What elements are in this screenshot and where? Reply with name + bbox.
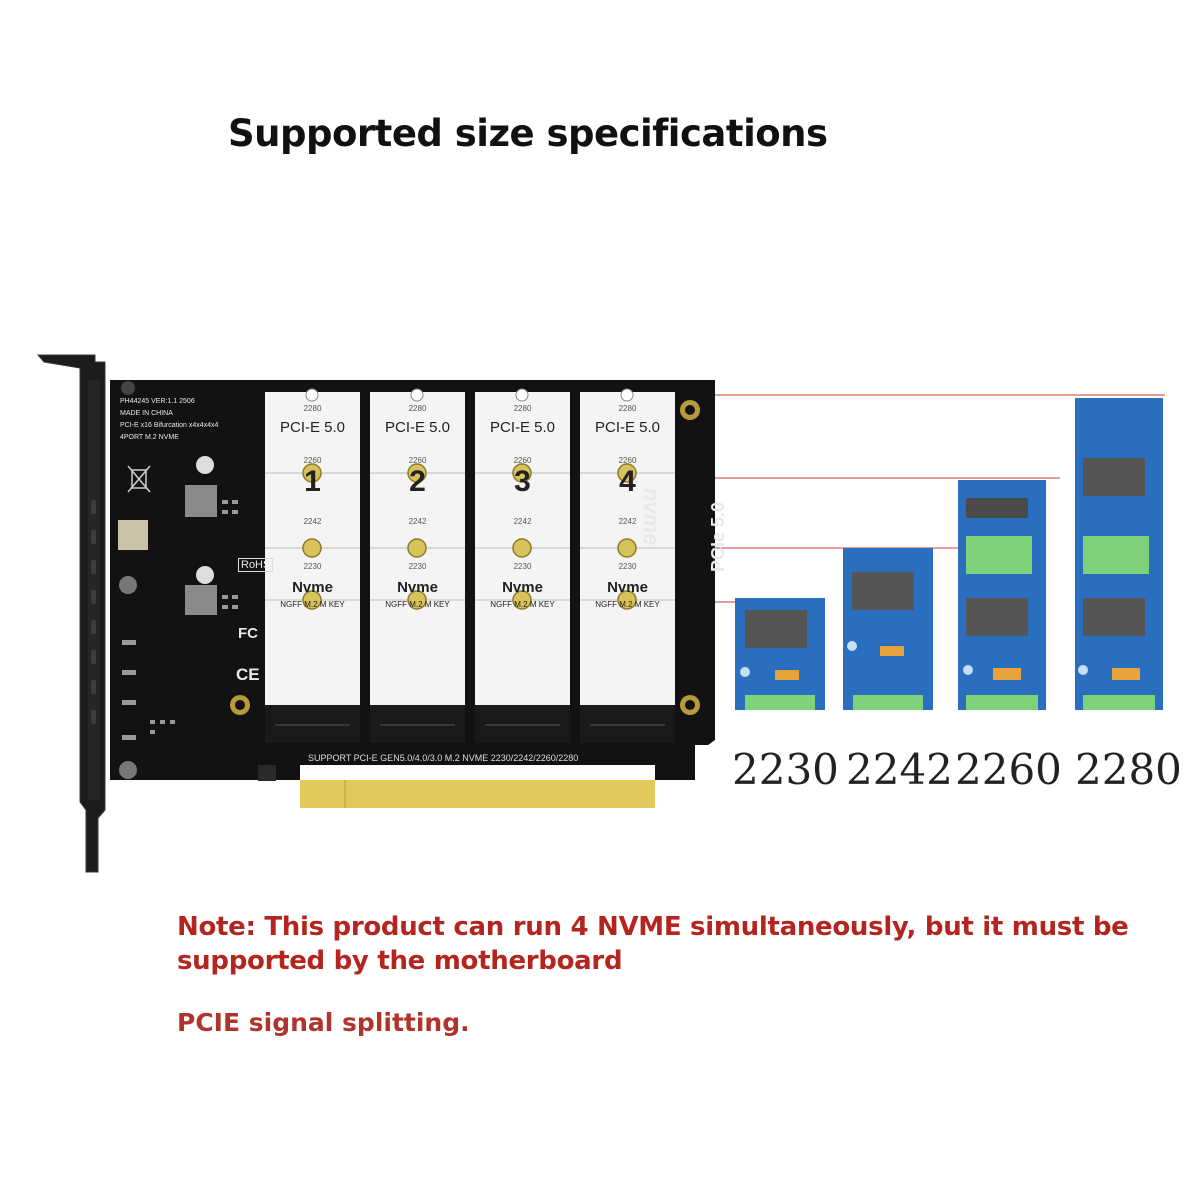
size-label-2242: 2242 [846, 745, 953, 794]
slot-pcie-label: PCI-E 5.0 [279, 419, 346, 436]
product-figure: PH44245 VER:1.1 2506 MADE IN CHINA PCI-E… [0, 340, 1200, 880]
ssd-2230 [735, 598, 825, 710]
size-mark-2280: 2280 [513, 404, 532, 413]
pcb-label-line: PH44245 VER:1.1 2506 [120, 398, 195, 405]
size-mark-2260: 2260 [303, 456, 322, 465]
m2-slot-2: 2280 PCI-E 5.0 2260 2 2242 2230 Nvme NGF… [370, 404, 465, 609]
m2-slot-1: 2280 PCI-E 5.0 2260 1 2242 2230 Nvme NGF… [265, 404, 360, 609]
size-mark-2230: 2230 [618, 562, 637, 571]
m2-slot-3: 2280 PCI-E 5.0 2260 3 2242 2230 Nvme NGF… [475, 404, 570, 609]
compatibility-note: Note: This product can run 4 NVME simult… [177, 912, 1129, 976]
pcb-board [110, 380, 715, 808]
slot-key-label: NGFF M.2 M KEY [490, 600, 555, 609]
pci-bracket [36, 354, 106, 873]
page-title: Supported size specifications [228, 112, 828, 155]
slot-number: 1 [304, 465, 321, 498]
slot-number: 2 [409, 465, 426, 498]
slot-pcie-label: PCI-E 5.0 [594, 419, 661, 436]
slot-number: 4 [619, 465, 636, 498]
size-mark-2280: 2280 [618, 404, 637, 413]
pcb-label-block: PH44245 VER:1.1 2506 MADE IN CHINA PCI-E… [120, 396, 218, 444]
slot-brand: Nvme [292, 579, 333, 596]
size-mark-2242: 2242 [618, 517, 637, 526]
ssd-2280 [1075, 398, 1163, 710]
size-label-2260: 2260 [955, 745, 1062, 794]
ssd-modules [735, 398, 1163, 710]
ssd-2242 [843, 548, 933, 710]
slot-key-label: NGFF M.2 M KEY [280, 600, 345, 609]
slot-pcie-label: PCI-E 5.0 [384, 419, 451, 436]
size-mark-2230: 2230 [513, 562, 532, 571]
pcb-label-line: PCI-E x16 Bifurcation x4x4x4x4 [120, 422, 219, 429]
m2-slot-4: 2280 PCI-E 5.0 2260 4 2242 2230 Nvme NGF… [580, 404, 675, 609]
slot-brand: Nvme [397, 579, 438, 596]
size-mark-2242: 2242 [408, 517, 427, 526]
size-mark-2230: 2230 [408, 562, 427, 571]
fc-mark: FC [238, 625, 258, 642]
support-line: SUPPORT PCI-E GEN5.0/4.0/3.0 M.2 NVME 22… [308, 753, 579, 763]
slot-number: 3 [514, 465, 531, 498]
slot-pcie-label: PCI-E 5.0 [489, 419, 556, 436]
slot-key-label: NGFF M.2 M KEY [595, 600, 660, 609]
size-mark-2230: 2230 [303, 562, 322, 571]
size-mark-2260: 2260 [513, 456, 532, 465]
size-mark-2242: 2242 [513, 517, 532, 526]
rohs-mark: RoHS [238, 558, 274, 572]
size-label-2230: 2230 [732, 745, 839, 794]
ce-mark: CE [236, 665, 260, 684]
slot-brand: Nvme [607, 579, 648, 596]
weee-icon [127, 465, 151, 493]
slot-key-label: NGFF M.2 M KEY [385, 600, 450, 609]
ssd-2260 [958, 480, 1046, 710]
size-mark-2280: 2280 [408, 404, 427, 413]
adapter-card-illustration [36, 354, 1165, 873]
pcb-label-line: 4PORT M.2 NVME [120, 434, 179, 441]
size-mark-2260: 2260 [408, 456, 427, 465]
size-mark-2260: 2260 [618, 456, 637, 465]
signal-note: PCIE signal splitting. [177, 1008, 470, 1037]
slot-brand: Nvme [502, 579, 543, 596]
size-label-2280: 2280 [1075, 745, 1182, 794]
size-mark-2242: 2242 [303, 517, 322, 526]
gold-fingers [300, 780, 655, 808]
pcb-label-line: MADE IN CHINA [120, 410, 173, 417]
size-mark-2280: 2280 [303, 404, 322, 413]
